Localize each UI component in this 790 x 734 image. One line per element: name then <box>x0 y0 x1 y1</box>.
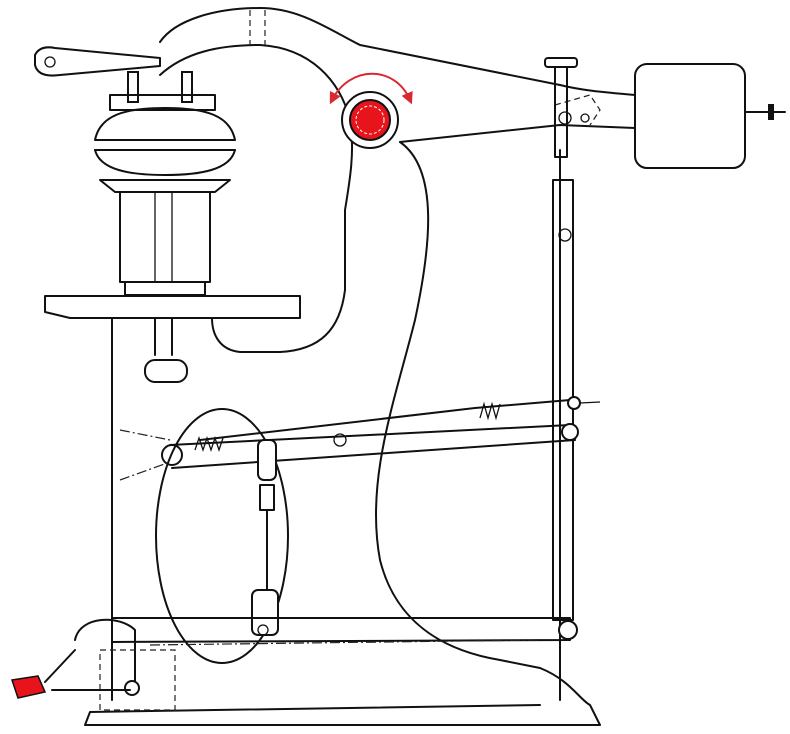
main-pivot <box>342 92 398 148</box>
counterweight <box>559 64 785 168</box>
base <box>75 620 600 725</box>
vertical-link <box>252 440 278 635</box>
table-knob <box>145 360 187 382</box>
hand-lever <box>35 47 160 75</box>
linkage <box>120 397 600 480</box>
cylinder <box>120 192 210 295</box>
lower-bar <box>112 618 577 645</box>
clamp-assembly <box>95 72 235 192</box>
work-table <box>45 296 300 382</box>
